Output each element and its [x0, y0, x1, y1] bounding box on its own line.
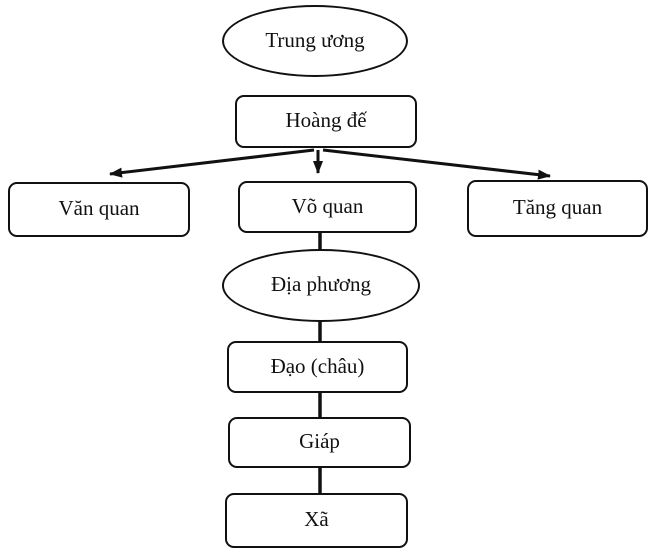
node-hoang-de: Hoàng đế	[235, 95, 417, 148]
node-giap-label: Giáp	[299, 429, 340, 453]
node-van-quan: Văn quan	[8, 182, 190, 237]
node-vo-quan-label: Võ quan	[291, 193, 364, 218]
node-trung-uong: Trung ương	[222, 5, 408, 77]
node-van-quan-label: Văn quan	[58, 196, 140, 220]
node-tang-quan-label: Tăng quan	[512, 195, 603, 219]
node-vo-quan: Võ quan	[238, 181, 417, 233]
node-dia-phuong: Địa phương	[222, 249, 420, 322]
node-tang-quan: Tăng quan	[467, 180, 648, 237]
node-dao-chau: Đạo (châu)	[227, 341, 408, 393]
node-xa: Xã	[225, 493, 408, 548]
edge-hoangde-to-tangquan	[322, 148, 551, 180]
node-dia-phuong-label: Địa phương	[270, 272, 372, 296]
edge-hoangde-to-vanquan	[109, 148, 315, 178]
node-trung-uong-label: Trung ương	[265, 27, 365, 52]
node-giap: Giáp	[228, 417, 411, 468]
node-dao-chau-label: Đạo (châu)	[270, 353, 365, 378]
node-hoang-de-label: Hoàng đế	[285, 108, 367, 132]
node-xa-label: Xã	[304, 507, 329, 531]
